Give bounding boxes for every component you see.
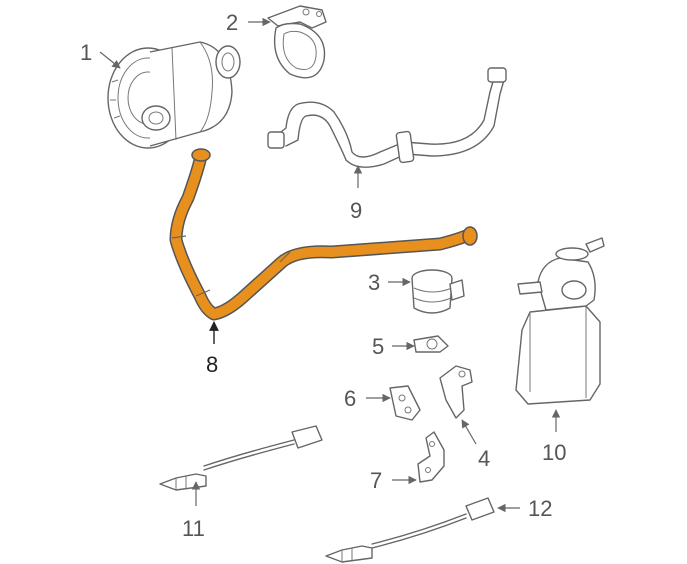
part-1-air-pump[interactable] [107, 41, 241, 149]
callout-leaders [99, 17, 561, 513]
callout-12[interactable]: 12 [528, 496, 552, 521]
callout-6[interactable]: 6 [344, 386, 356, 411]
part-2-bracket-gasket[interactable] [267, 5, 327, 79]
part-11-oxygen-sensor[interactable] [159, 425, 323, 491]
callout-11[interactable]: 11 [182, 516, 205, 541]
part-9-hose[interactable] [267, 67, 507, 168]
callout-9[interactable]: 9 [350, 198, 362, 223]
part-8-highlighted-hose[interactable] [169, 148, 478, 321]
callout-2[interactable]: 2 [226, 10, 238, 35]
part-12-oxygen-sensor[interactable] [325, 497, 495, 563]
hose-8-end-right [462, 226, 478, 246]
hose-8-body [171, 151, 471, 319]
part-10-canister[interactable] [515, 237, 605, 405]
callout-3[interactable]: 3 [368, 270, 380, 295]
hose-8-end-top [191, 148, 211, 162]
part-7-bracket[interactable] [417, 431, 445, 483]
callout-7[interactable]: 7 [370, 468, 382, 493]
part-4-bracket[interactable] [439, 365, 473, 419]
part-6-plate[interactable] [389, 385, 421, 421]
callout-5[interactable]: 5 [372, 334, 384, 359]
callout-8[interactable]: 8 [206, 352, 218, 377]
callout-4[interactable]: 4 [478, 446, 490, 471]
callout-10[interactable]: 10 [542, 440, 566, 465]
part-5-gasket[interactable] [413, 335, 449, 353]
part-3-coupler[interactable] [411, 269, 465, 314]
callout-labels: 1 2 3 5 6 4 7 8 9 10 11 12 [80, 10, 566, 541]
callout-1[interactable]: 1 [80, 40, 92, 65]
